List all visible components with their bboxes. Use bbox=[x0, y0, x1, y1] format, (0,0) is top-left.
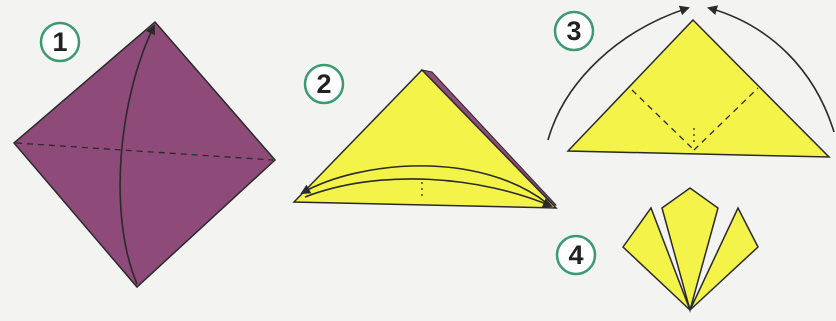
step-4-badge: 4 bbox=[557, 236, 595, 274]
step-1-number: 1 bbox=[52, 27, 67, 57]
step-3-number: 3 bbox=[566, 16, 581, 46]
step-2-number: 2 bbox=[316, 69, 331, 99]
step-4-number: 4 bbox=[568, 240, 583, 270]
step-1-badge: 1 bbox=[41, 23, 79, 61]
step-3-yellow-triangle bbox=[568, 20, 829, 157]
step-2: 2 bbox=[294, 65, 556, 208]
step-3-badge: 3 bbox=[555, 12, 593, 50]
step-2-badge: 2 bbox=[305, 65, 343, 103]
step-3: 3 bbox=[548, 8, 834, 157]
step-4: 4 bbox=[557, 188, 758, 310]
step-1-purple-square bbox=[14, 22, 275, 287]
step-1: 1 bbox=[14, 22, 275, 287]
